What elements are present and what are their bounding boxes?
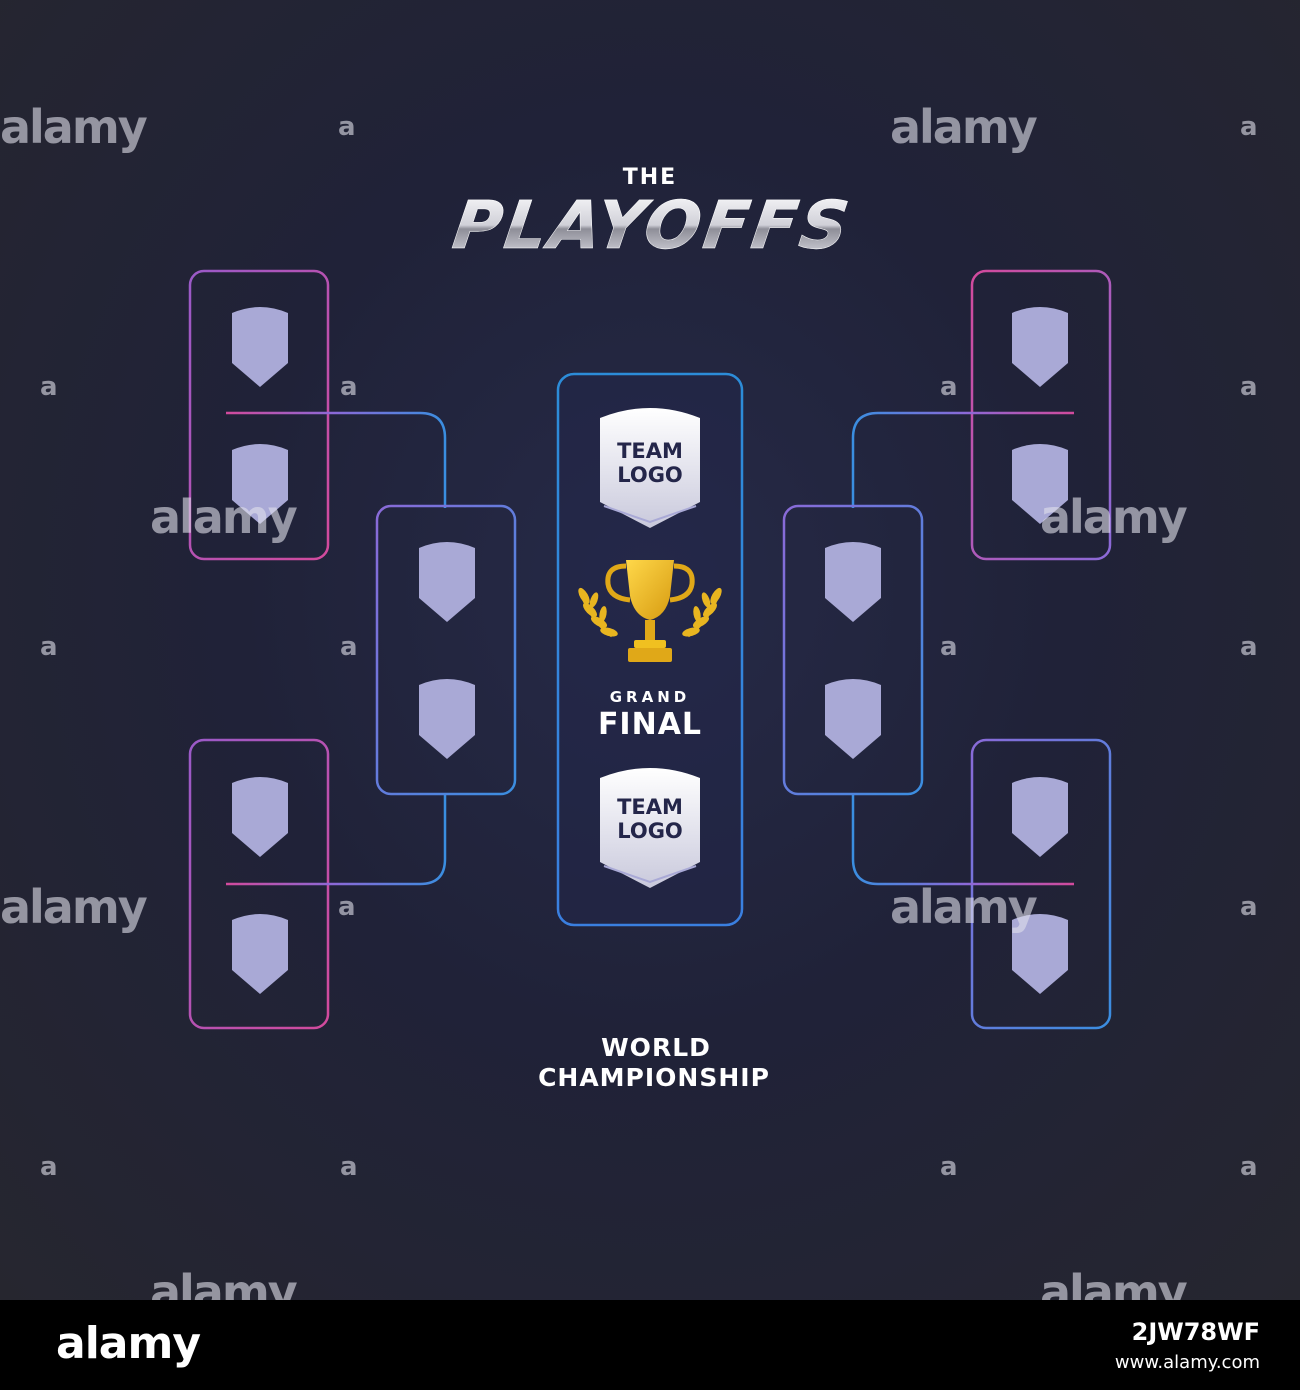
final-team-top-line1: TEAM (617, 439, 683, 463)
header-kicker: THE (623, 165, 677, 190)
right-connector-bottom (851, 795, 1074, 886)
watermark-glyph: a (40, 632, 58, 662)
right-round1-match-top (970, 269, 1112, 561)
bracket-poster: THE PLAYOFFS (0, 0, 1300, 1300)
right-semifinal-match (782, 504, 924, 796)
watermark: alamy (150, 1265, 298, 1300)
championship-line2: CHAMPIONSHIP (538, 1063, 770, 1092)
left-semifinal-match (375, 504, 517, 796)
laurel-icon (578, 587, 722, 638)
watermark-glyph: a (340, 1152, 358, 1182)
header-title: PLAYOFFS (448, 186, 856, 264)
final-team-top-line2: LOGO (617, 463, 683, 487)
shield-icon (232, 307, 288, 387)
stock-url: www.alamy.com (1114, 1352, 1260, 1373)
shield-icon (232, 777, 288, 857)
trophy-icon (605, 560, 695, 662)
watermark-glyph: a (1240, 1152, 1258, 1182)
shield-icon (825, 679, 881, 759)
watermark: alamy (890, 100, 1038, 154)
left-round1-match-top (188, 269, 330, 561)
shield-icon (1012, 307, 1068, 387)
shield-icon (419, 542, 475, 622)
watermark: alamy (0, 880, 148, 934)
watermark-glyph: a (940, 632, 958, 662)
right-connector-top (851, 411, 1074, 508)
watermark-glyph: a (340, 632, 358, 662)
final-title: FINAL (598, 707, 702, 742)
bracket-graphic: THE PLAYOFFS (188, 165, 1112, 1108)
watermark-glyph: a (40, 372, 58, 402)
watermark-glyph: a (940, 372, 958, 402)
stock-brand-logo: alamy (56, 1318, 201, 1369)
final-team-bottom-line2: LOGO (617, 819, 683, 843)
watermark: alamy (1040, 1265, 1188, 1300)
shield-icon (600, 768, 700, 888)
final-team-top: TEAM LOGO (600, 408, 700, 528)
final-team-bottom: TEAM LOGO (600, 768, 700, 888)
watermark-glyph: a (338, 892, 356, 922)
watermark-glyph: a (1240, 892, 1258, 922)
shield-icon (419, 679, 475, 759)
watermark-glyph: a (340, 372, 358, 402)
grand-final-box: TEAM LOGO (556, 372, 744, 927)
shield-icon (825, 542, 881, 622)
watermark-glyph: a (1240, 632, 1258, 662)
watermark-glyph: a (338, 112, 356, 142)
left-connector-top (226, 411, 447, 508)
watermark: alamy (150, 490, 298, 544)
watermark: alamy (1040, 490, 1188, 544)
watermark: alamy (0, 100, 148, 154)
championship-line1: WORLD (601, 1033, 711, 1062)
watermark-glyph: a (40, 1152, 58, 1182)
shield-icon (232, 914, 288, 994)
watermark-glyph: a (1240, 372, 1258, 402)
watermark: alamy (890, 880, 1038, 934)
watermark-glyph: a (1240, 112, 1258, 142)
stock-image-id: 2JW78WF (1131, 1318, 1260, 1346)
final-team-bottom-line1: TEAM (617, 795, 683, 819)
shield-icon (600, 408, 700, 528)
stock-footer-bar: alamy 2JW78WF www.alamy.com (0, 1300, 1300, 1390)
shield-icon (1012, 777, 1068, 857)
final-kicker: GRAND (610, 688, 690, 706)
watermark-glyph: a (940, 1152, 958, 1182)
left-connector-bottom (226, 795, 447, 886)
